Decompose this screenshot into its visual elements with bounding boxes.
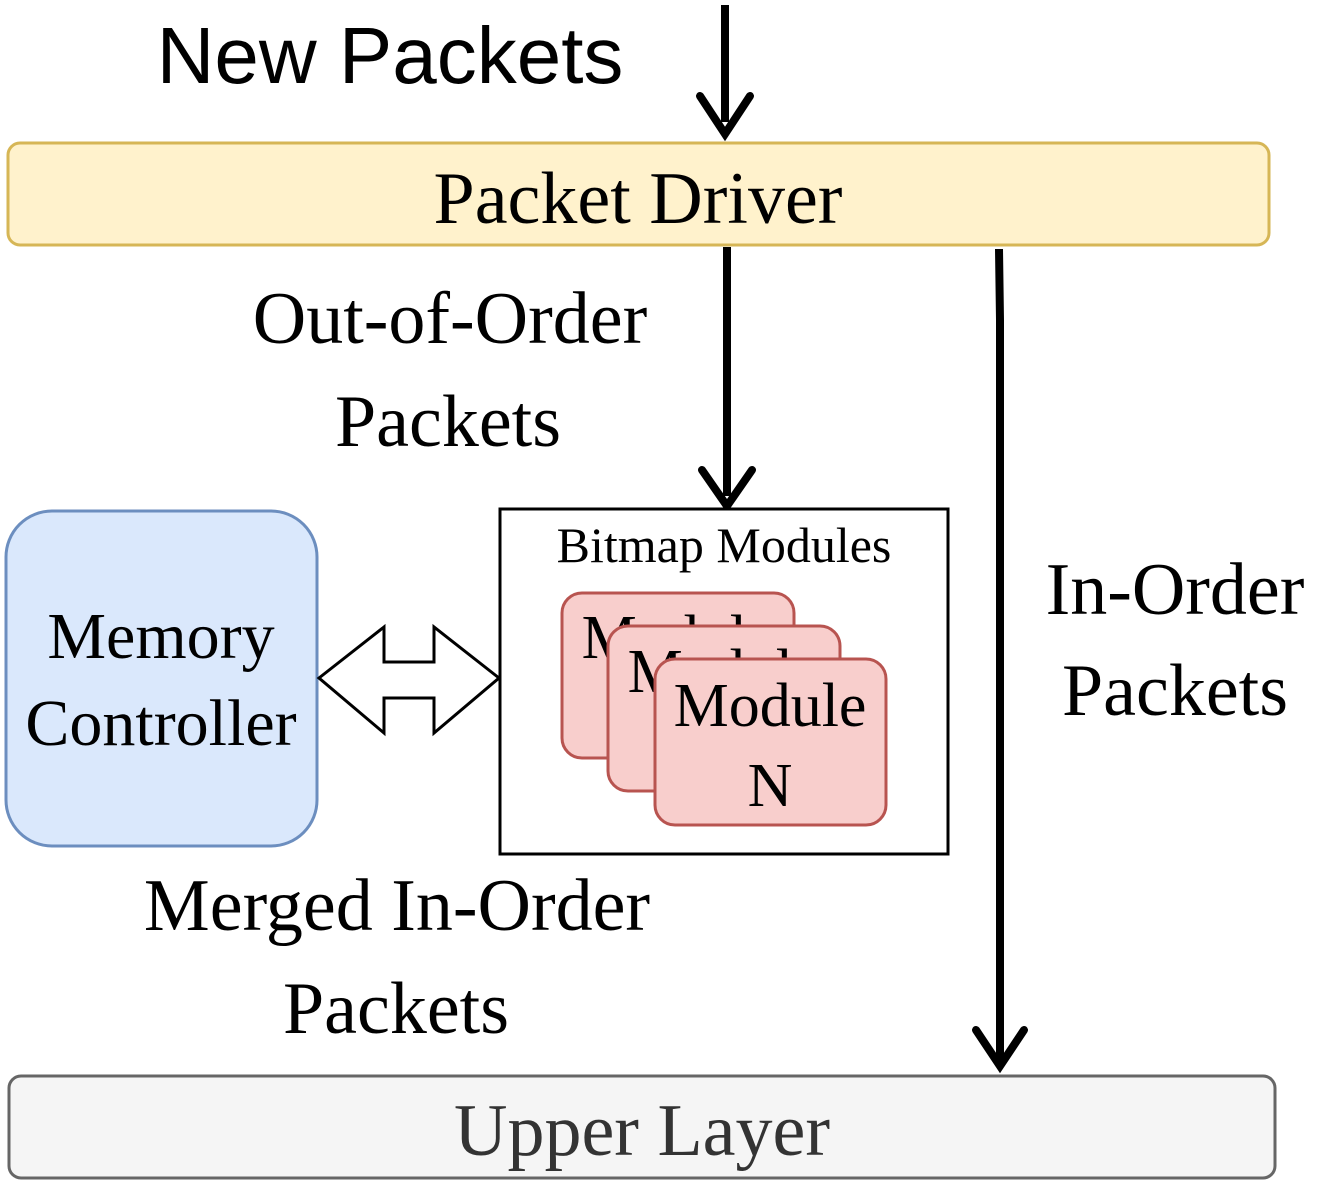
packet-driver-label: Packet Driver — [434, 158, 843, 240]
memory-controller-box: Memory Controller — [4, 509, 319, 848]
module-n-label-line1: Module — [674, 672, 867, 740]
out-of-order-label-line1: Out-of-Order — [253, 278, 648, 360]
merged-label-line1: Merged In-Order — [144, 865, 650, 947]
in-order-arrow — [972, 248, 1028, 1074]
upper-layer-box: Upper Layer — [7, 1074, 1277, 1180]
upper-layer-label: Upper Layer — [454, 1090, 830, 1172]
out-of-order-label-line2: Packets — [335, 381, 561, 463]
module-card-n: Module N — [653, 657, 888, 827]
bidirectional-arrow — [316, 623, 502, 737]
in-order-label-line1: In-Order — [1046, 549, 1305, 631]
memory-controller-label-line2: Controller — [25, 687, 296, 760]
module-n-label-line2: N — [748, 752, 793, 820]
memory-controller-label-line1: Memory — [47, 600, 274, 673]
in-order-label-line2: Packets — [1062, 650, 1288, 732]
packet-driver-box: Packet Driver — [6, 141, 1271, 247]
out-of-order-arrow — [698, 247, 756, 514]
new-packets-arrow — [696, 5, 754, 142]
new-packets-label: New Packets — [157, 11, 624, 100]
bitmap-modules-title: Bitmap Modules — [557, 517, 892, 573]
merged-label-line2: Packets — [283, 968, 509, 1050]
